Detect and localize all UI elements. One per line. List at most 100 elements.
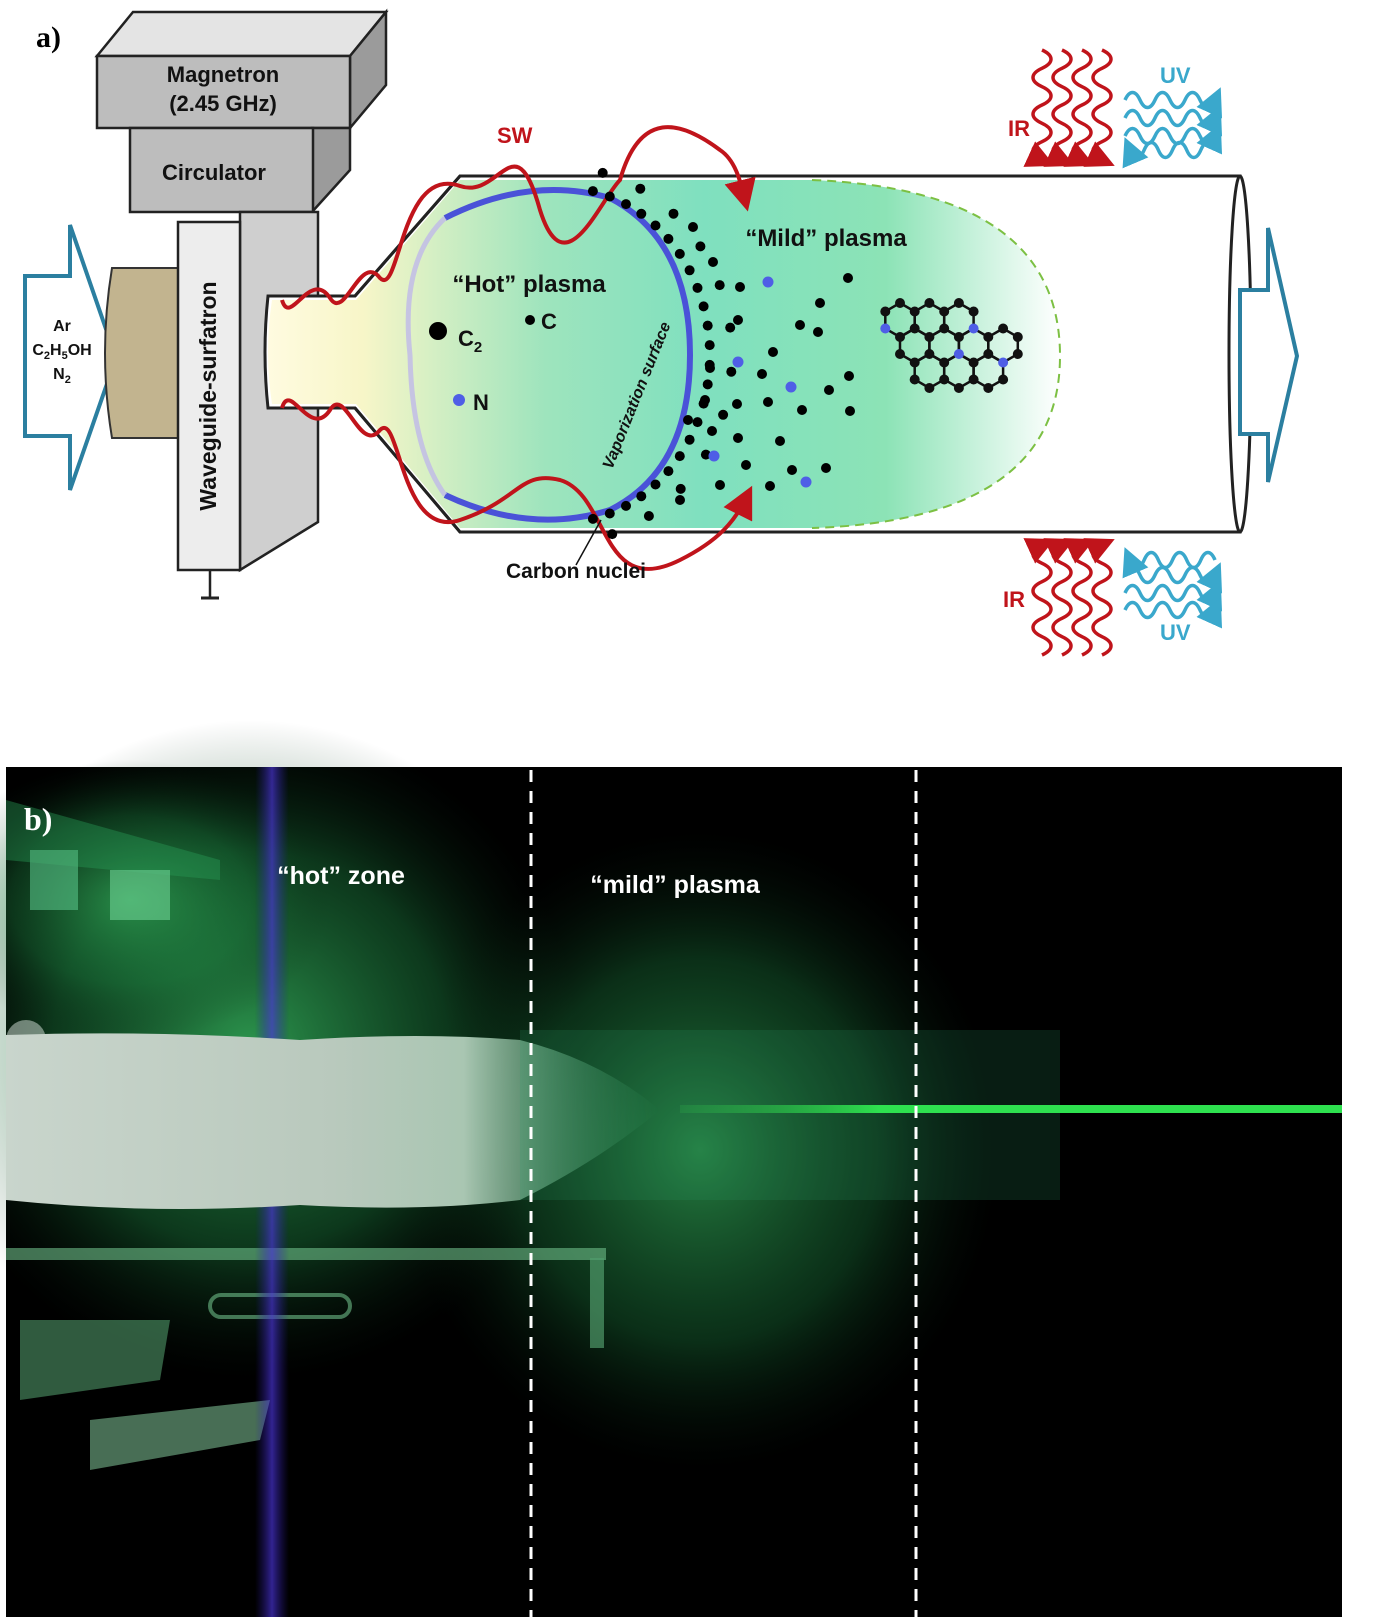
graphene-carbon-atom <box>924 349 935 359</box>
carbon-atom-dot <box>732 399 742 409</box>
graphene-carbon-atom <box>1012 332 1023 342</box>
carbon-nucleus-dot <box>726 366 737 377</box>
graphene-carbon-atom <box>983 349 994 359</box>
graphene-carbon-atom <box>998 374 1009 385</box>
gas-inlet-arrow <box>23 224 119 491</box>
carbon-nucleus-dot <box>675 483 686 494</box>
ir-wave-arrow <box>1023 538 1055 657</box>
carbon-atom-dot <box>735 282 745 292</box>
uv-wave-arrow <box>1123 580 1223 612</box>
carbon-nucleus-dot <box>692 417 703 428</box>
carbon-nucleus-dot <box>650 220 661 231</box>
carbon-atom-dot <box>688 222 698 232</box>
graphene-carbon-atom <box>924 298 935 308</box>
mild-plasma-photo-label: “mild” plasma <box>590 871 761 899</box>
panel-a: a) Ar C2H5OH N2 Magnetron (2.45 GHz) Cir… <box>23 8 1300 657</box>
carbon-atom-dot <box>707 426 717 436</box>
uv-wave-arrow <box>1123 597 1223 629</box>
carbon-atom-dot <box>733 433 743 443</box>
graphene-carbon-atom <box>895 332 905 342</box>
c-label: C <box>541 309 557 334</box>
surface-wave-top <box>280 125 756 310</box>
uv-arrows-bottom <box>1122 547 1223 629</box>
green-emission-line <box>680 1105 1342 1113</box>
carbon-atom-dot <box>795 320 805 330</box>
n-dot <box>453 394 465 406</box>
ir-wave-arrow <box>1063 538 1095 657</box>
magnetron-label: Magnetron <box>167 62 279 87</box>
graphene-nitrogen-atom <box>880 323 891 334</box>
graphene-carbon-atom <box>895 349 905 359</box>
uv-wave-arrow <box>1123 87 1223 119</box>
carbon-nucleus-dot <box>621 199 631 210</box>
uv-wave-arrow <box>1123 105 1223 137</box>
ir-arrows-bottom <box>1023 538 1115 657</box>
mild-plasma-dots <box>675 222 855 505</box>
carbon-nucleus-dot <box>674 248 685 259</box>
carbon-nucleus-dot <box>643 511 654 521</box>
c2-dot <box>429 322 447 340</box>
carbon-nucleus-dot <box>684 434 695 445</box>
waveguide-label: Waveguide-surfatron <box>195 281 221 510</box>
ir-arrows-top <box>1023 48 1115 167</box>
graphene-carbon-atom <box>909 374 920 385</box>
graphene-nitrogen-atom <box>953 349 964 359</box>
gas-outlet-arrow <box>1238 227 1300 483</box>
carbon-nucleus-dot <box>604 191 615 202</box>
carbon-atom-dot <box>683 415 693 425</box>
carbon-nucleus-dot <box>587 513 598 524</box>
vaporization-ring <box>443 186 694 523</box>
sw-label: SW <box>497 123 533 148</box>
carbon-atom-dot <box>845 406 855 416</box>
panel-b: b) “hot” zone “mild” plasma <box>0 720 1342 1617</box>
graphene-lattice <box>880 298 1023 393</box>
carbon-nucleus-dot <box>702 379 713 390</box>
graphene-carbon-atom <box>968 306 979 317</box>
uv-wave-arrow <box>1122 547 1217 579</box>
carbon-atom-dot <box>763 397 773 407</box>
carbon-nucleus-dot <box>663 233 674 244</box>
graphene-nitrogen-atom <box>968 323 979 334</box>
graphene-carbon-atom <box>953 298 964 308</box>
mild-plasma-label: “Mild” plasma <box>745 225 907 252</box>
carbon-atom-dot <box>733 315 743 325</box>
hot-plasma-label: “Hot” plasma <box>452 271 606 298</box>
ir-label-bottom: IR <box>1003 587 1025 612</box>
carbon-atom-dot <box>797 405 807 415</box>
graphene-carbon-atom <box>909 357 920 368</box>
gas-ar: Ar <box>53 318 71 335</box>
graphene-carbon-atom <box>924 332 935 342</box>
uv-wave-arrow <box>1122 137 1217 169</box>
nitrogen-atom-dot <box>800 476 812 488</box>
uv-wave-arrow <box>1123 562 1223 594</box>
ir-wave-arrow <box>1063 48 1095 167</box>
carbon-nucleus-dot <box>718 409 729 420</box>
uv-label-top: UV <box>1160 63 1191 88</box>
gas-ethanol: C2H5OH <box>32 342 91 362</box>
coupler-block <box>104 267 187 439</box>
graphene-carbon-atom <box>953 383 964 393</box>
carbon-atom-dot <box>844 371 854 381</box>
carbon-nucleus-dot <box>698 301 709 312</box>
graphene-carbon-atom <box>968 374 979 385</box>
ir-wave-arrow <box>1083 48 1115 167</box>
carbon-atom-dot <box>843 273 853 283</box>
ir-wave-arrow <box>1083 538 1115 657</box>
carbon-atom-dot <box>815 298 825 308</box>
carbon-nucleus-dot <box>635 183 646 194</box>
plasma-tube <box>263 174 1253 534</box>
graphene-carbon-atom <box>909 306 920 317</box>
circulator-box: Circulator <box>128 126 352 216</box>
nitrogen-atom-dot <box>785 381 797 393</box>
surface-wave <box>280 398 753 571</box>
carbon-nucleus-dot <box>704 340 715 351</box>
graphene-carbon-atom <box>939 374 950 385</box>
graphene-carbon-atom <box>895 298 905 308</box>
carbon-nucleus-dot <box>597 167 608 178</box>
carbon-atom-dot <box>768 347 778 357</box>
carbon-atom-dot <box>741 460 751 470</box>
carbon-atom-dot <box>787 465 797 475</box>
carbon-atom-dot <box>821 463 831 473</box>
carbon-nucleus-dot <box>714 280 725 291</box>
